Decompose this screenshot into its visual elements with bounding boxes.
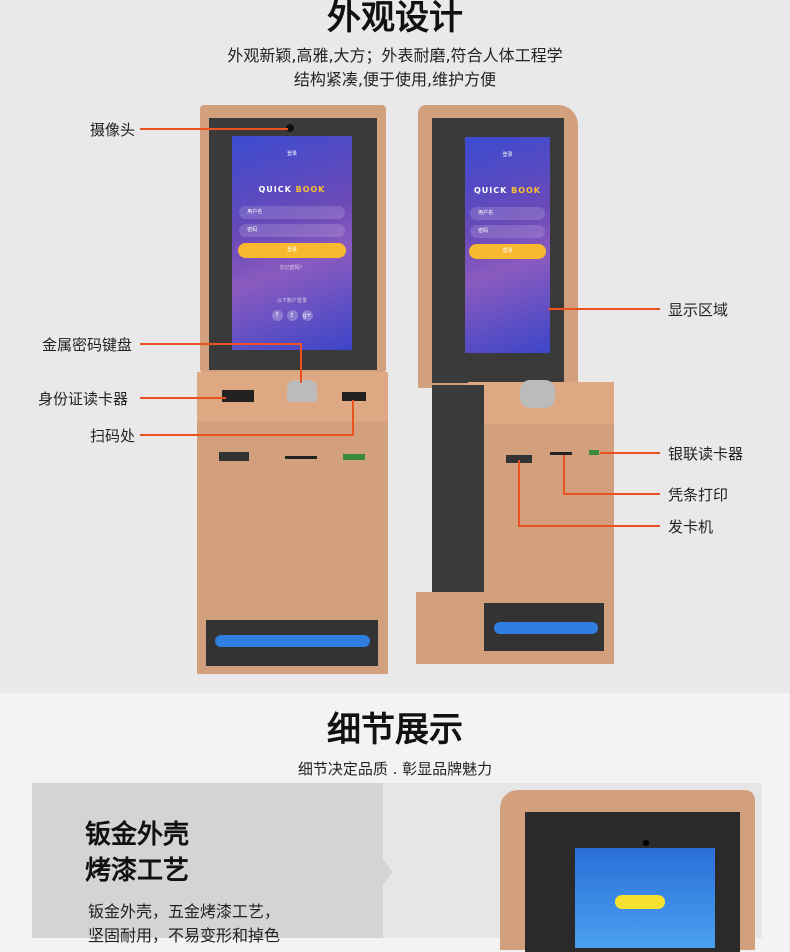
detail-body-2: 坚固耐用，不易变形和掉色 — [88, 926, 281, 945]
camera-icon — [286, 124, 294, 132]
light-strip — [215, 635, 370, 647]
detail-panel — [32, 783, 383, 938]
detail-title: 细节展示 — [327, 710, 463, 750]
section-title: 外观设计 — [327, 0, 463, 38]
section-subtitle-1: 外观新颖,高雅,大方；外表耐磨,符合人体工程学 — [227, 46, 563, 65]
label-keypad: 金属密码键盘 — [42, 336, 133, 354]
label-camera: 摄像头 — [90, 121, 136, 139]
label-id-reader: 身份证读卡器 — [38, 390, 129, 408]
detail-heading-2: 烤漆工艺 — [85, 856, 190, 886]
label-receipt: 凭条打印 — [668, 486, 729, 504]
side-screen: 登录 QUICK BOOK 用户名 密码 登录 — [465, 137, 550, 353]
label-card-issuer: 发卡机 — [668, 518, 714, 536]
label-display: 显示区域 — [668, 301, 729, 319]
detail-body-1: 钣金外壳，五金烤漆工艺， — [88, 902, 281, 921]
appearance-section — [0, 0, 790, 693]
label-scanner: 扫码处 — [90, 427, 136, 445]
section-subtitle-2: 结构紧凑,便于使用,维护方便 — [293, 70, 497, 89]
label-unionpay: 银联读卡器 — [668, 445, 744, 463]
detail-heading-1: 钣金外壳 — [85, 820, 190, 850]
detail-subtitle: 细节决定品质 . 彰显品牌魅力 — [297, 760, 493, 778]
